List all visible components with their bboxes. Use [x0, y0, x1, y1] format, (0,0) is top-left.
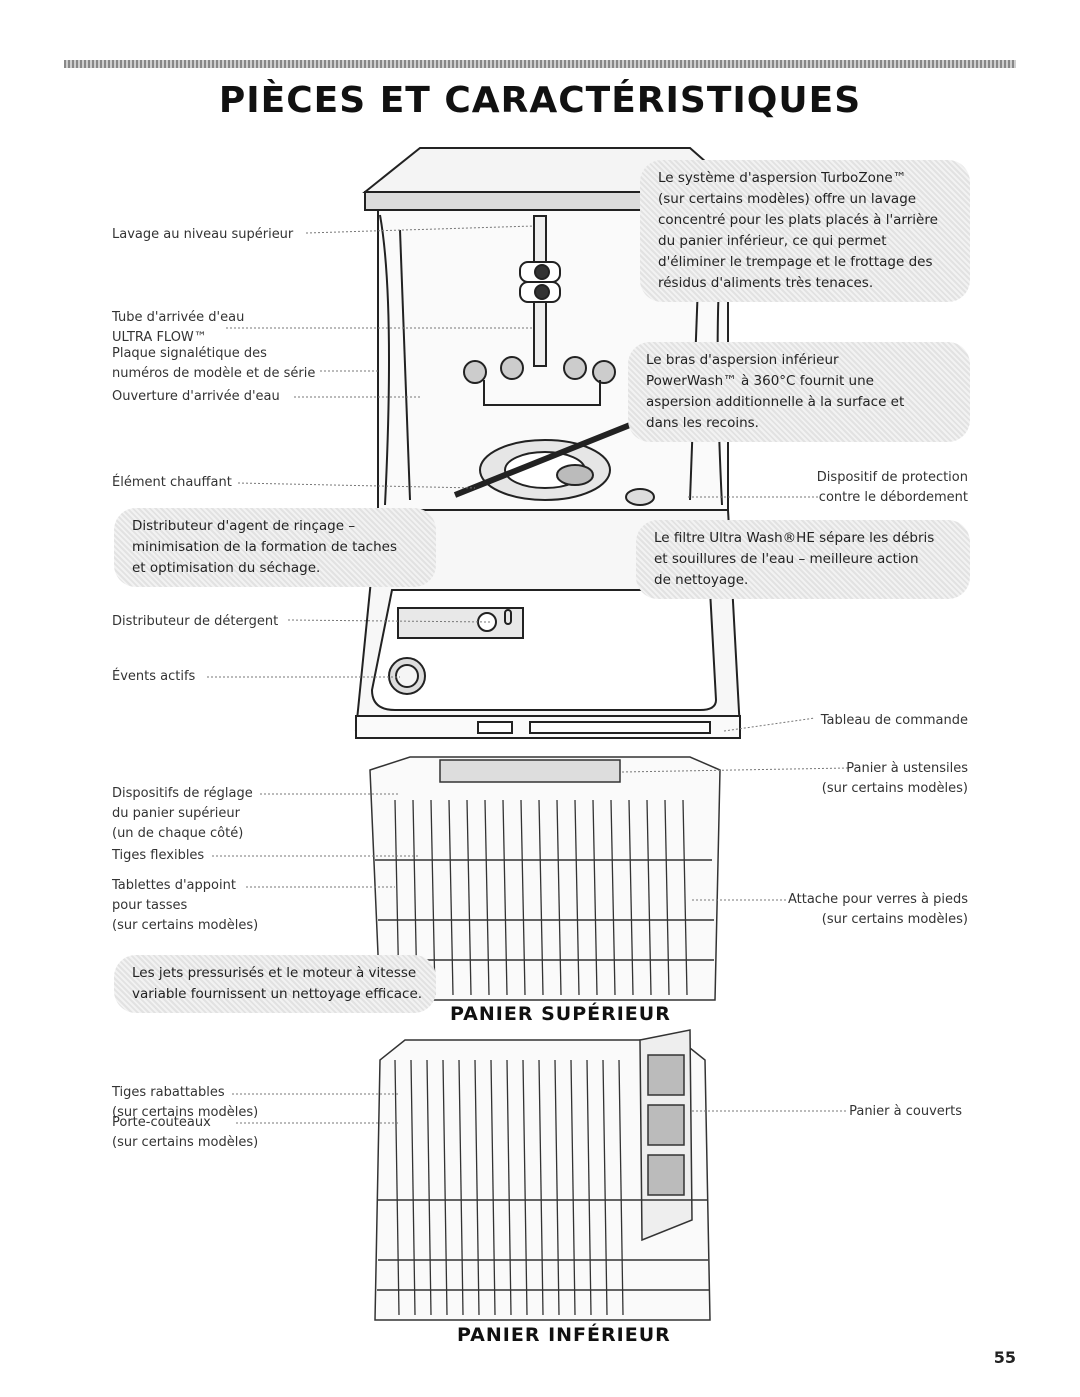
label-tablettes: Tablettes d'appoint pour tasses (sur cer… — [112, 876, 258, 936]
label-tablettes-line3: (sur certains modèles) — [112, 918, 259, 933]
label-plaque: Plaque signalétique des numéros de modèl… — [112, 344, 318, 384]
rack-tine — [506, 1059, 512, 1316]
callout-turbozone-line: Le système d'aspersion TurboZone™ — [658, 170, 907, 186]
rack-tine — [538, 1059, 544, 1316]
rack-tine — [664, 799, 670, 996]
label-protection: Dispositif de protection contre le débor… — [817, 468, 968, 508]
label-ustensiles: Panier à ustensiles (sur certains modèle… — [822, 759, 968, 799]
rack-tine — [394, 1059, 400, 1316]
label-attache-line1: Attache pour verres à pieds — [787, 892, 968, 907]
label-ustensiles-line2: (sur certains modèles) — [821, 781, 968, 796]
label-reglage-line2: du panier supérieur — [112, 806, 240, 821]
label-tube-line2: ULTRA FLOW™ — [112, 330, 207, 345]
label-rabattables: Tiges rabattables (sur certains modèles) — [112, 1083, 258, 1123]
callout-turbozone: Le système d'aspersion TurboZone™ (sur c… — [640, 160, 970, 302]
label-reglage-line3: (un de chaque côté) — [112, 826, 244, 841]
rack-tine — [682, 799, 688, 996]
label-tube: Tube d'arrivée d'eau ULTRA FLOW™ — [112, 308, 244, 348]
label-element: Élément chauffant — [112, 475, 232, 490]
callout-filtre: Le filtre Ultra Wash®HE sépare les débri… — [636, 520, 970, 599]
label-plaque-line1: Plaque signalétique des — [112, 346, 267, 361]
rack-tine — [522, 1059, 528, 1316]
callout-filtre-line: Le filtre Ultra Wash®HE sépare les débri… — [654, 530, 935, 546]
label-couteaux-line2: (sur certains modèles) — [112, 1135, 259, 1150]
label-events: Évents actifs — [112, 669, 196, 684]
callout-rincage-line: Distributeur d'agent de rinçage – — [132, 518, 356, 534]
rack-tine — [442, 1059, 448, 1316]
rack-tine — [554, 1059, 560, 1316]
callout-turbozone-line: d'éliminer le trempage et le frottage de… — [658, 254, 933, 270]
rack-title-upper: PANIER SUPÉRIEUR — [450, 1003, 671, 1025]
rack-title-lower: PANIER INFÉRIEUR — [457, 1324, 671, 1346]
rack-tine — [574, 799, 580, 996]
rack-tine — [586, 1059, 592, 1316]
rack-tine — [628, 799, 634, 996]
rack-tine — [538, 799, 544, 996]
callout-turbozone-line: du panier inférieur, ce qui permet — [658, 233, 887, 249]
callout-powerwash: Le bras d'aspersion inférieur PowerWash™… — [628, 342, 970, 442]
callout-jets-line: Les jets pressurisés et le moteur à vite… — [132, 965, 417, 981]
label-lavage: Lavage au niveau supérieur — [112, 227, 294, 242]
rack-tine — [618, 1059, 624, 1316]
label-tablettes-line2: pour tasses — [112, 898, 188, 913]
callout-filtre-line: et souillures de l'eau – meilleure actio… — [654, 551, 919, 567]
label-tableau: Tableau de commande — [820, 713, 968, 728]
callout-turbozone-line: concentré pour les plats placés à l'arri… — [658, 212, 938, 228]
rack-tine — [610, 799, 616, 996]
label-rabattables-line2: (sur certains modèles) — [112, 1105, 259, 1120]
rack-tine — [502, 799, 508, 996]
callout-filtre-line: de nettoyage. — [654, 572, 749, 588]
callout-rincage: Distributeur d'agent de rinçage – minimi… — [114, 508, 436, 587]
callout-jets: Les jets pressurisés et le moteur à vite… — [114, 955, 436, 1013]
callout-powerwash-line: aspersion additionnelle à la surface et — [646, 394, 905, 410]
rack-tine — [426, 1059, 432, 1316]
callout-turbozone-line: (sur certains modèles) offre un lavage — [658, 191, 917, 207]
callout-powerwash-line: Le bras d'aspersion inférieur — [646, 352, 839, 368]
rack-tine — [430, 799, 436, 996]
rack-tine — [466, 799, 472, 996]
rack-tine — [556, 799, 562, 996]
rack-tine — [474, 1059, 480, 1316]
callout-powerwash-line: dans les recoins. — [646, 415, 759, 431]
label-attache: Attache pour verres à pieds (sur certain… — [788, 890, 968, 930]
rack-tine — [458, 1059, 464, 1316]
page-title: PIÈCES ET CARACTÉRISTIQUES — [218, 80, 862, 121]
label-tiges-flexibles: Tiges flexibles — [112, 848, 205, 863]
label-reglage: Dispositifs de réglage du panier supérie… — [112, 784, 253, 844]
callout-jets-line: variable fournissent un nettoyage effica… — [132, 986, 423, 1002]
rack-tine — [448, 799, 454, 996]
callout-powerwash-line: PowerWash™ à 360°C fournit une — [646, 373, 874, 389]
rack-tine — [484, 799, 490, 996]
callout-rincage-line: et optimisation du séchage. — [132, 560, 321, 576]
label-protection-line2: contre le débordement — [818, 490, 968, 505]
rack-tine — [570, 1059, 576, 1316]
rack-tine — [490, 1059, 496, 1316]
label-detergent: Distributeur de détergent — [112, 614, 279, 629]
rack-tine — [602, 1059, 608, 1316]
callout-rincage-line: minimisation de la formation de taches — [132, 539, 397, 555]
rack-tine — [646, 799, 652, 996]
label-rabattables-line1: Tiges rabattables — [112, 1085, 225, 1100]
label-attache-line2: (sur certains modèles) — [821, 912, 968, 927]
rack-tine — [410, 1059, 416, 1316]
label-reglage-line1: Dispositifs de réglage — [112, 786, 253, 801]
rack-tine — [592, 799, 598, 996]
label-ouverture: Ouverture d'arrivée d'eau — [112, 389, 280, 404]
label-couteaux: Porte-couteaux (sur certains modèles) — [112, 1113, 258, 1153]
label-protection-line1: Dispositif de protection — [816, 470, 968, 485]
label-ustensiles-line1: Panier à ustensiles — [846, 761, 968, 776]
label-plaque-line2: numéros de modèle et de série — [112, 366, 316, 381]
label-tablettes-line1: Tablettes d'appoint — [112, 878, 236, 893]
label-couteaux-line1: Porte-couteaux — [112, 1115, 211, 1130]
page-number: 55 — [993, 1348, 1016, 1367]
label-tube-line1: Tube d'arrivée d'eau — [112, 310, 245, 325]
label-couverts: Panier à couverts — [849, 1104, 962, 1119]
rack-tine — [520, 799, 526, 996]
header-rule — [64, 60, 1016, 68]
callout-turbozone-line: résidus d'aliments très tenaces. — [658, 275, 874, 291]
